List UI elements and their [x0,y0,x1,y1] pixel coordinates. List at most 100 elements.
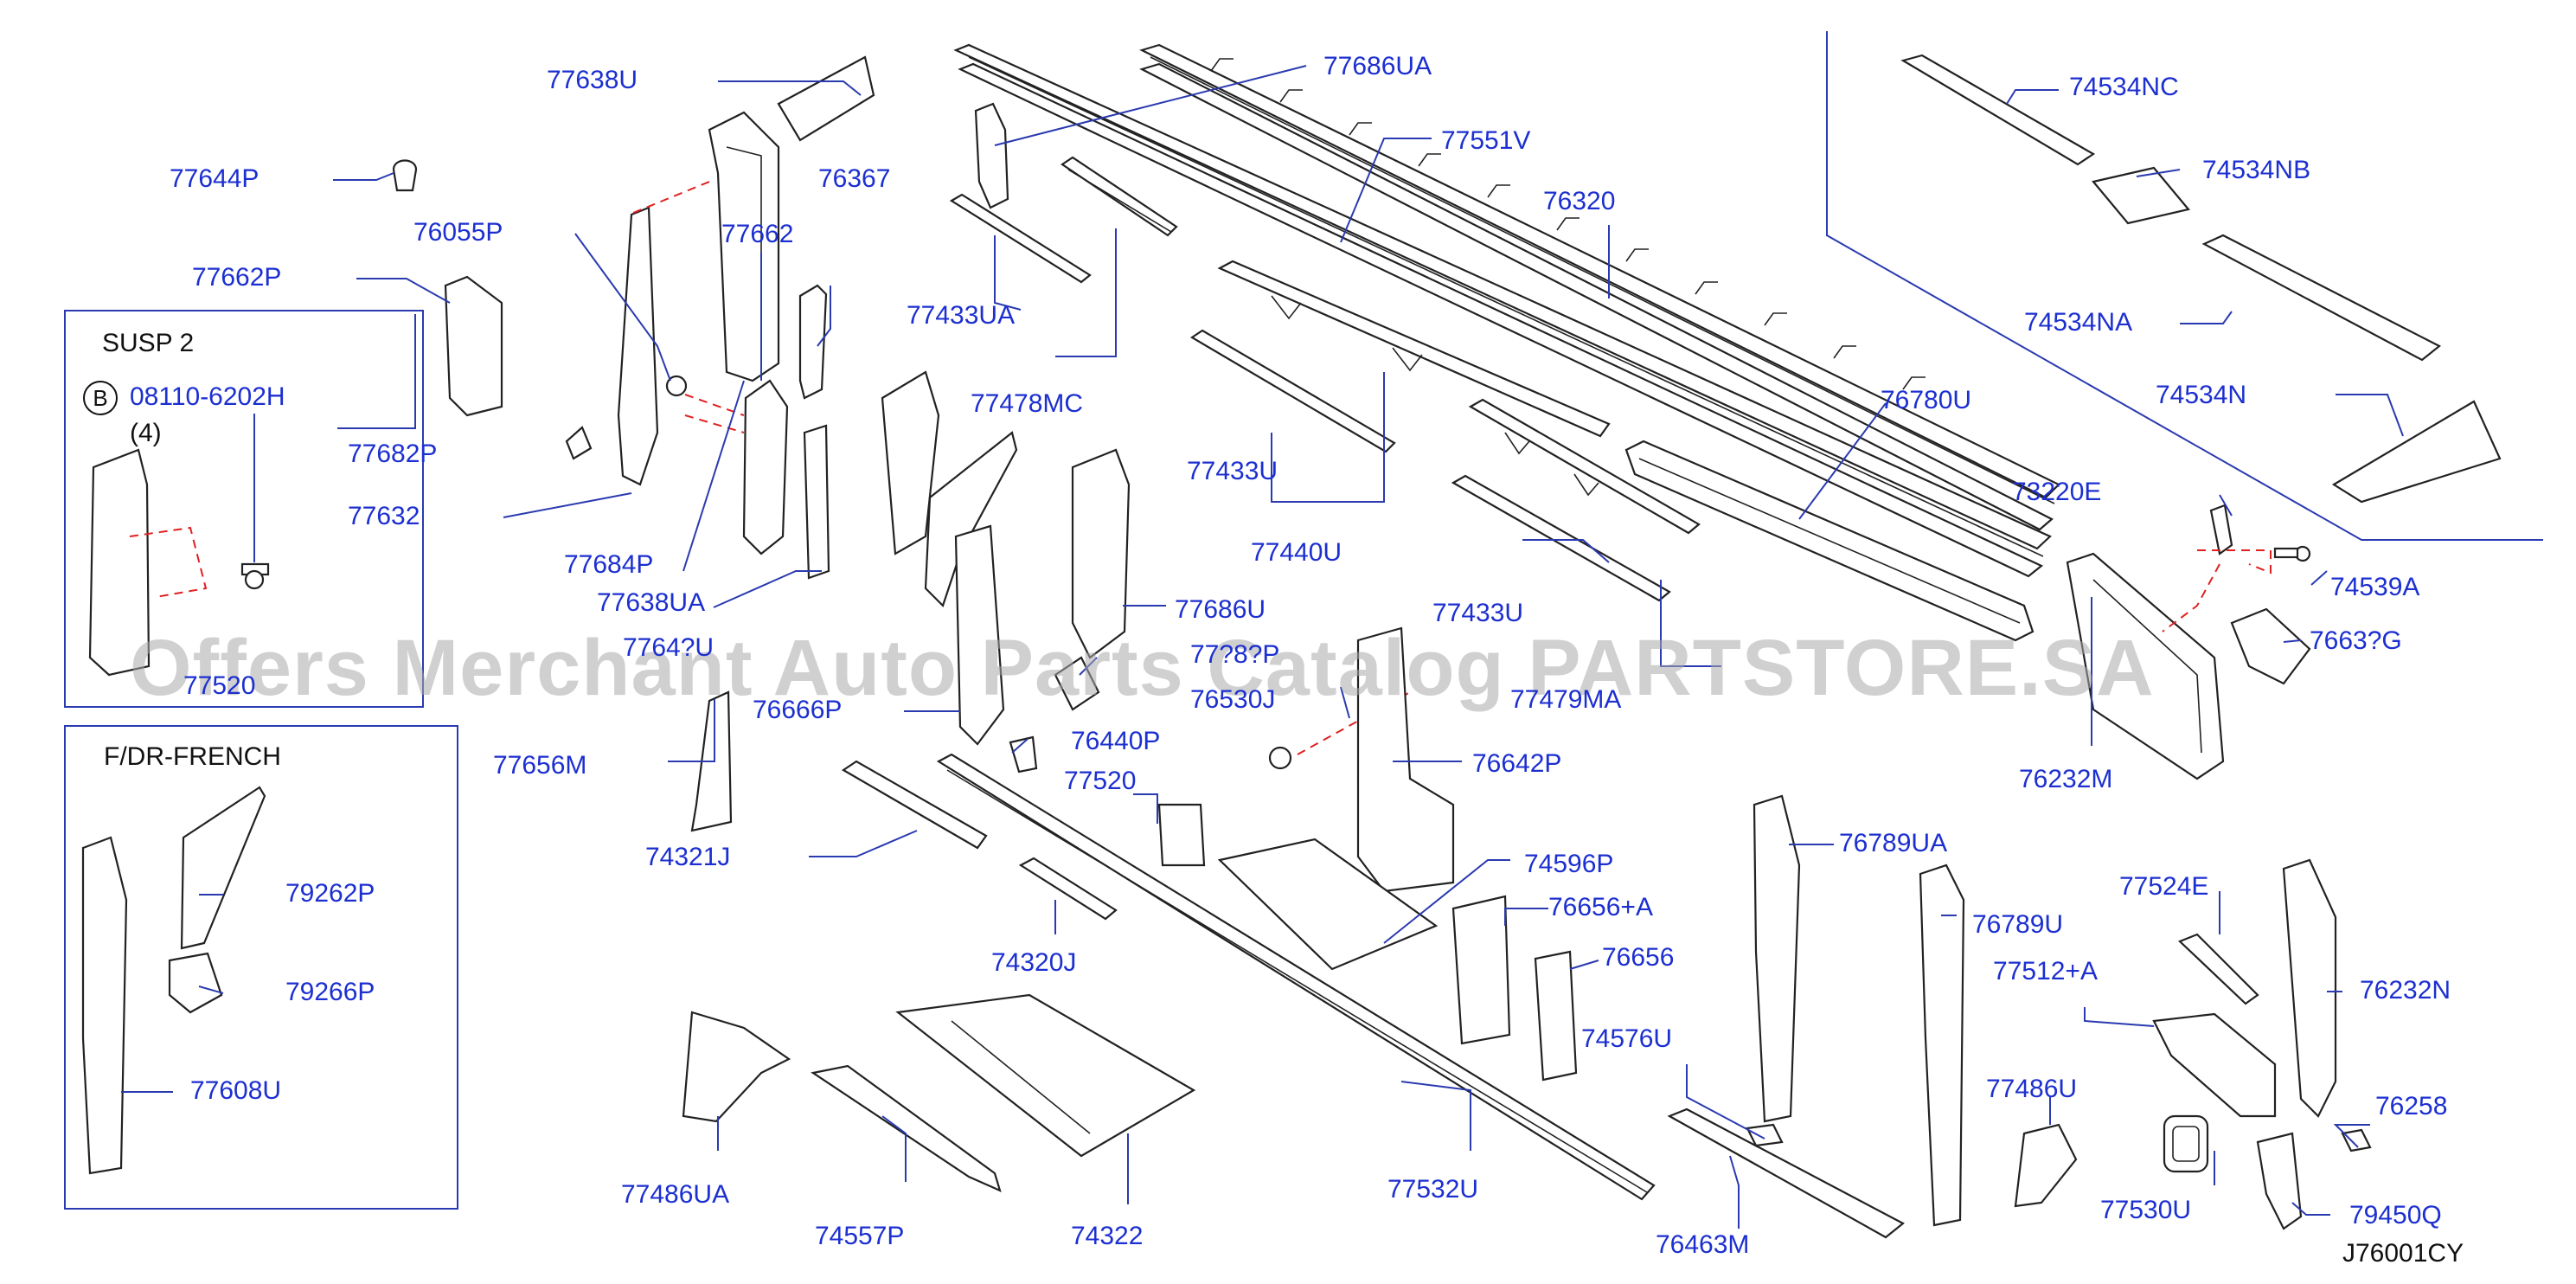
part-label[interactable]: 74322 [1071,1222,1144,1250]
part-label[interactable]: 74596P [1524,850,1614,878]
rail-tabs [1210,58,1926,390]
part-label[interactable]: 74534NC [2069,73,2179,101]
pillar-76232M [2066,552,2225,780]
part-label[interactable]: 76666P [753,696,843,724]
part-label[interactable]: 77656M [493,751,587,780]
part-label[interactable]: 76367 [818,164,891,193]
part-label[interactable]: 77551V [1441,126,1531,155]
part-label[interactable]: 76258 [2375,1092,2448,1120]
pillar-76789U [1919,863,1965,1227]
part-label-partial[interactable]: 7663?G [2310,626,2402,655]
part-label-partial[interactable]: 77520 [183,671,256,700]
part-label[interactable]: 76232M [2019,765,2113,793]
susp-title: SUSP 2 [102,329,195,357]
part-label[interactable]: 74576U [1581,1024,1673,1053]
part-label[interactable]: 77644P [170,164,260,193]
part-label[interactable]: 74557P [815,1222,905,1250]
part-label[interactable]: 77662 [721,220,794,248]
part-label[interactable]: 76789U [1972,910,2064,939]
dash-77662 [684,394,745,433]
part-label[interactable]: 77524E [2119,872,2209,901]
part-label[interactable]: 74321J [645,843,731,871]
panel-76656 [1534,950,1578,1082]
bracket-7663xG [2230,607,2311,685]
part-label[interactable]: 76232N [2360,976,2451,1005]
part-label[interactable]: 77530U [2100,1196,2192,1224]
dash-77632 [632,181,710,214]
panel-74534NC [1900,54,2096,166]
part-label[interactable]: 77608U [190,1076,282,1105]
part-label[interactable]: 76055P [413,218,503,247]
sill-76780U [1624,440,2035,642]
panel-74534NA [2201,234,2442,362]
part-label-partial[interactable]: 77?8?P [1190,640,1280,669]
bracket-77512+A [2152,1012,2277,1118]
part-label[interactable]: 74539A [2330,573,2420,601]
part-label-partial[interactable]: 7764?U [623,633,714,662]
part-label[interactable]: 74534N [2156,381,2247,409]
strip-77440U [1217,260,1611,438]
clip-76440P [1009,735,1038,774]
part-label[interactable]: 77479MA [1510,685,1622,714]
part-label[interactable]: 74320J [991,948,1077,977]
bracket-79450Q [2256,1132,2303,1230]
part-label[interactable]: 76463M [1656,1230,1750,1259]
part-label[interactable]: 76320 [1543,187,1616,215]
part-label[interactable]: 77682P [348,440,438,468]
part-label[interactable]: 77433U [1187,457,1278,485]
part-label[interactable]: 76656+A [1548,893,1653,921]
part-label[interactable]: 77478MC [971,389,1084,418]
bolt-part-label[interactable]: 08110-6202H [130,382,285,411]
bracket-77686U [881,370,940,555]
part-label[interactable]: 73220E [2012,478,2102,506]
part-label[interactable]: 74534NB [2202,156,2311,184]
zone-divider [1826,31,2543,541]
part-label[interactable]: 77433UA [907,301,1016,330]
bracket-76367 [798,284,830,580]
bracket-77486U [2014,1123,2078,1208]
french-bracket-79262P [180,786,266,950]
part-label[interactable]: 76440P [1071,727,1161,755]
part-label[interactable]: 77684P [564,550,654,579]
part-label[interactable]: 76780U [1881,386,1972,414]
part-label[interactable]: 74534NA [2024,308,2133,337]
part-label[interactable]: 77486U [1986,1075,2078,1103]
pillar-77686U [1071,448,1131,659]
bracket-74576U [1746,1123,1784,1147]
bracket-77686UA [974,102,1009,209]
part-label[interactable]: 77486UA [621,1180,730,1209]
part-label[interactable]: 76642P [1472,749,1562,778]
french-title: F/DR-FRENCH [104,742,281,771]
bracket-77520 [1157,803,1206,867]
part-label[interactable]: 77638UA [597,588,706,617]
part-label[interactable]: 77532U [1387,1175,1479,1204]
bolt-qty: (4) [130,419,162,447]
part-label[interactable]: 79262P [285,879,375,908]
leader-lines [121,65,2404,1229]
bracket-76055P [444,275,503,417]
french-bracket-79266P [168,952,223,1014]
part-label[interactable]: 79450Q [2349,1201,2442,1229]
bracket-77638U [777,55,875,142]
clip-77644P [392,159,418,192]
part-label[interactable]: 76656 [1602,943,1675,972]
part-label[interactable]: 77686UA [1323,52,1432,80]
part-label[interactable]: 77662P [192,263,282,292]
clip-77582P [1054,656,1100,711]
part-label[interactable]: 79266P [285,978,375,1006]
beam-74320J [1018,857,1118,921]
part-label[interactable]: 77638U [547,66,638,94]
part-label[interactable]: 77512+A [1993,957,2098,985]
part-label[interactable]: 76530J [1190,685,1276,714]
part-label[interactable]: 77632 [348,502,420,530]
strip-77433U-left [1189,329,1396,453]
bolt-74539A [2273,545,2311,562]
pillar-76642P [1356,626,1455,893]
part-label[interactable]: 77433U [1432,599,1524,627]
grommet-76055P [665,375,688,397]
part-label[interactable]: 77440U [1251,538,1342,567]
part-label[interactable]: 76789UA [1839,829,1948,857]
part-label[interactable]: 77520 [1064,767,1137,795]
part-label[interactable]: 77686U [1175,595,1266,624]
